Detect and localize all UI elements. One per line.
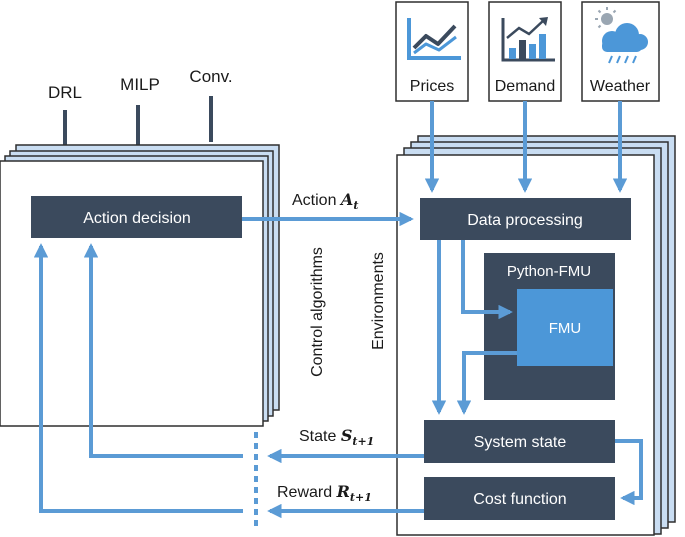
system-state-block [424,420,615,463]
action-decision-block [31,196,242,238]
sun-cloud-rain-icon [595,7,648,64]
action-decision-label: Action decision [83,210,191,227]
state-signal-label: State St+1 [299,426,374,448]
demand-label: Demand [495,78,555,95]
fmu-to-state-arrow [456,351,517,415]
state-feedback-arrow [83,243,243,458]
demand-input [488,1,562,102]
drl-label: DRL [48,83,82,102]
data-to-fmu-arrow [461,240,513,320]
prices-input [395,1,469,102]
reward-feedback-arrow [33,243,243,513]
reward-signal-label: Reward Rt+1 [277,482,372,504]
prices-label: Prices [410,78,454,95]
milp-label: MILP [120,75,160,94]
environments-label: Environments [370,252,387,350]
cost-function-label: Cost function [473,491,566,508]
system-state-label: System state [474,434,567,451]
fmu-block [517,289,613,366]
cost-function-block [424,477,615,520]
control-algorithms-label: Control algorithms [309,247,326,377]
weather-input [581,1,660,102]
line-chart-icon [407,18,461,60]
weather-label: Weather [590,78,651,95]
conv-label: Conv. [189,67,232,86]
action-signal-label: Action At [292,190,358,212]
data-processing-block [420,198,631,240]
fmu-label: FMU [549,320,582,337]
bar-chart-trend-icon [501,17,555,62]
python-fmu-label: Python-FMU [507,263,591,280]
state-to-cost-arrow [615,439,643,506]
data-processing-label: Data processing [467,212,583,229]
